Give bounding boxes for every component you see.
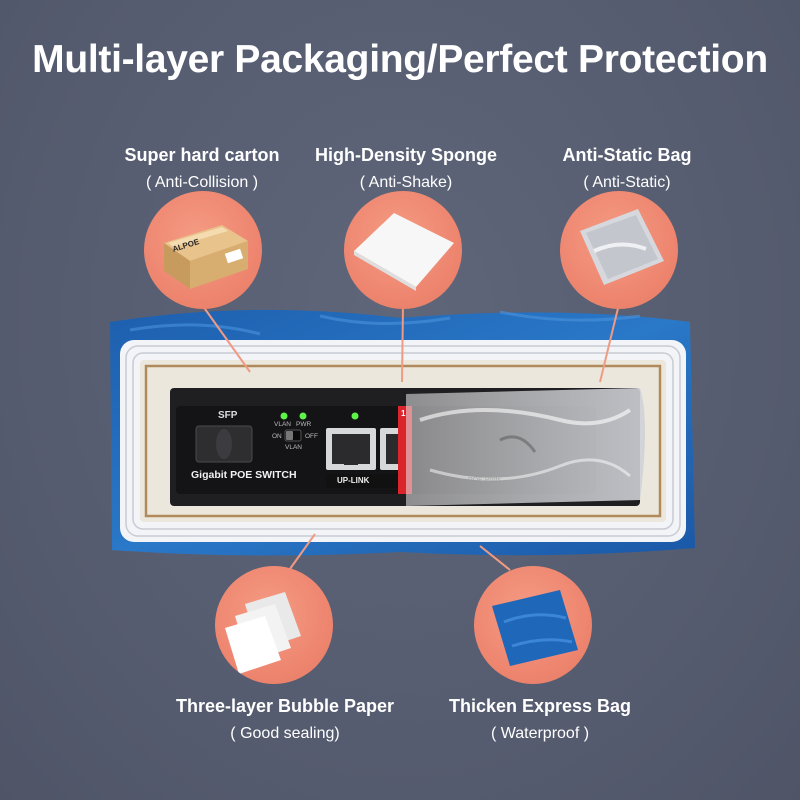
sfp-label: SFP	[218, 410, 238, 421]
sponge-circle	[344, 191, 462, 309]
label-high-density-sponge: High-Density Sponge ( Anti-Shake)	[296, 143, 516, 194]
layer-name: Anti-Static Bag	[562, 145, 692, 165]
vlan-led-label: VLAN	[274, 421, 291, 428]
layer-note: ( Good sealing)	[230, 725, 340, 742]
label-bubble-paper: Three-layer Bubble Paper ( Good sealing)	[160, 694, 410, 745]
carton-box-icon	[164, 225, 248, 289]
anti-static-bag-icon	[580, 209, 664, 285]
layer-name: Super hard carton	[124, 145, 280, 165]
layer-name: Three-layer Bubble Paper	[175, 696, 395, 716]
switch-on-label: ON	[272, 433, 282, 440]
bag-circle	[560, 191, 678, 309]
layer-note: ( Anti-Collision )	[145, 174, 259, 191]
label-express-bag: Thicken Express Bag ( Waterproof )	[430, 694, 650, 745]
sponge-sheet-icon	[354, 213, 454, 291]
layer-name: High-Density Sponge	[314, 145, 497, 165]
anti-static-bag-layer	[406, 388, 645, 506]
layer-name: Thicken Express Bag	[448, 696, 632, 716]
port-led	[351, 412, 359, 420]
port-number-label: 1	[401, 409, 406, 418]
carton-circle: ALPOE	[144, 191, 262, 309]
page-title: Multi-layer Packaging/Perfect Protection	[32, 38, 768, 81]
uplink-label: UP-LINK	[337, 476, 370, 485]
switch-vlan-label: VLAN	[285, 444, 302, 451]
label-anti-static-bag: Anti-Static Bag ( Anti-Static)	[527, 143, 727, 194]
express-bag-icon	[492, 590, 578, 666]
vlan-led	[280, 412, 288, 420]
express-bag-circle	[474, 566, 592, 684]
bubble-paper-circle	[215, 566, 333, 684]
pwr-led	[299, 412, 307, 420]
poe-ports-label: POE Ports	[468, 477, 502, 484]
layer-note: ( Waterproof )	[490, 725, 590, 742]
model-label: Gigabit POE SWITCH	[191, 469, 297, 481]
switch-off-label: OFF	[305, 433, 318, 440]
layer-note: ( Anti-Shake)	[359, 174, 453, 191]
layer-note: ( Anti-Static)	[583, 174, 671, 191]
bubble-paper-icon	[225, 592, 301, 674]
label-super-hard-carton: Super hard carton ( Anti-Collision )	[102, 143, 302, 194]
uplink-ports	[326, 428, 406, 470]
pwr-led-label: PWR	[296, 421, 312, 428]
